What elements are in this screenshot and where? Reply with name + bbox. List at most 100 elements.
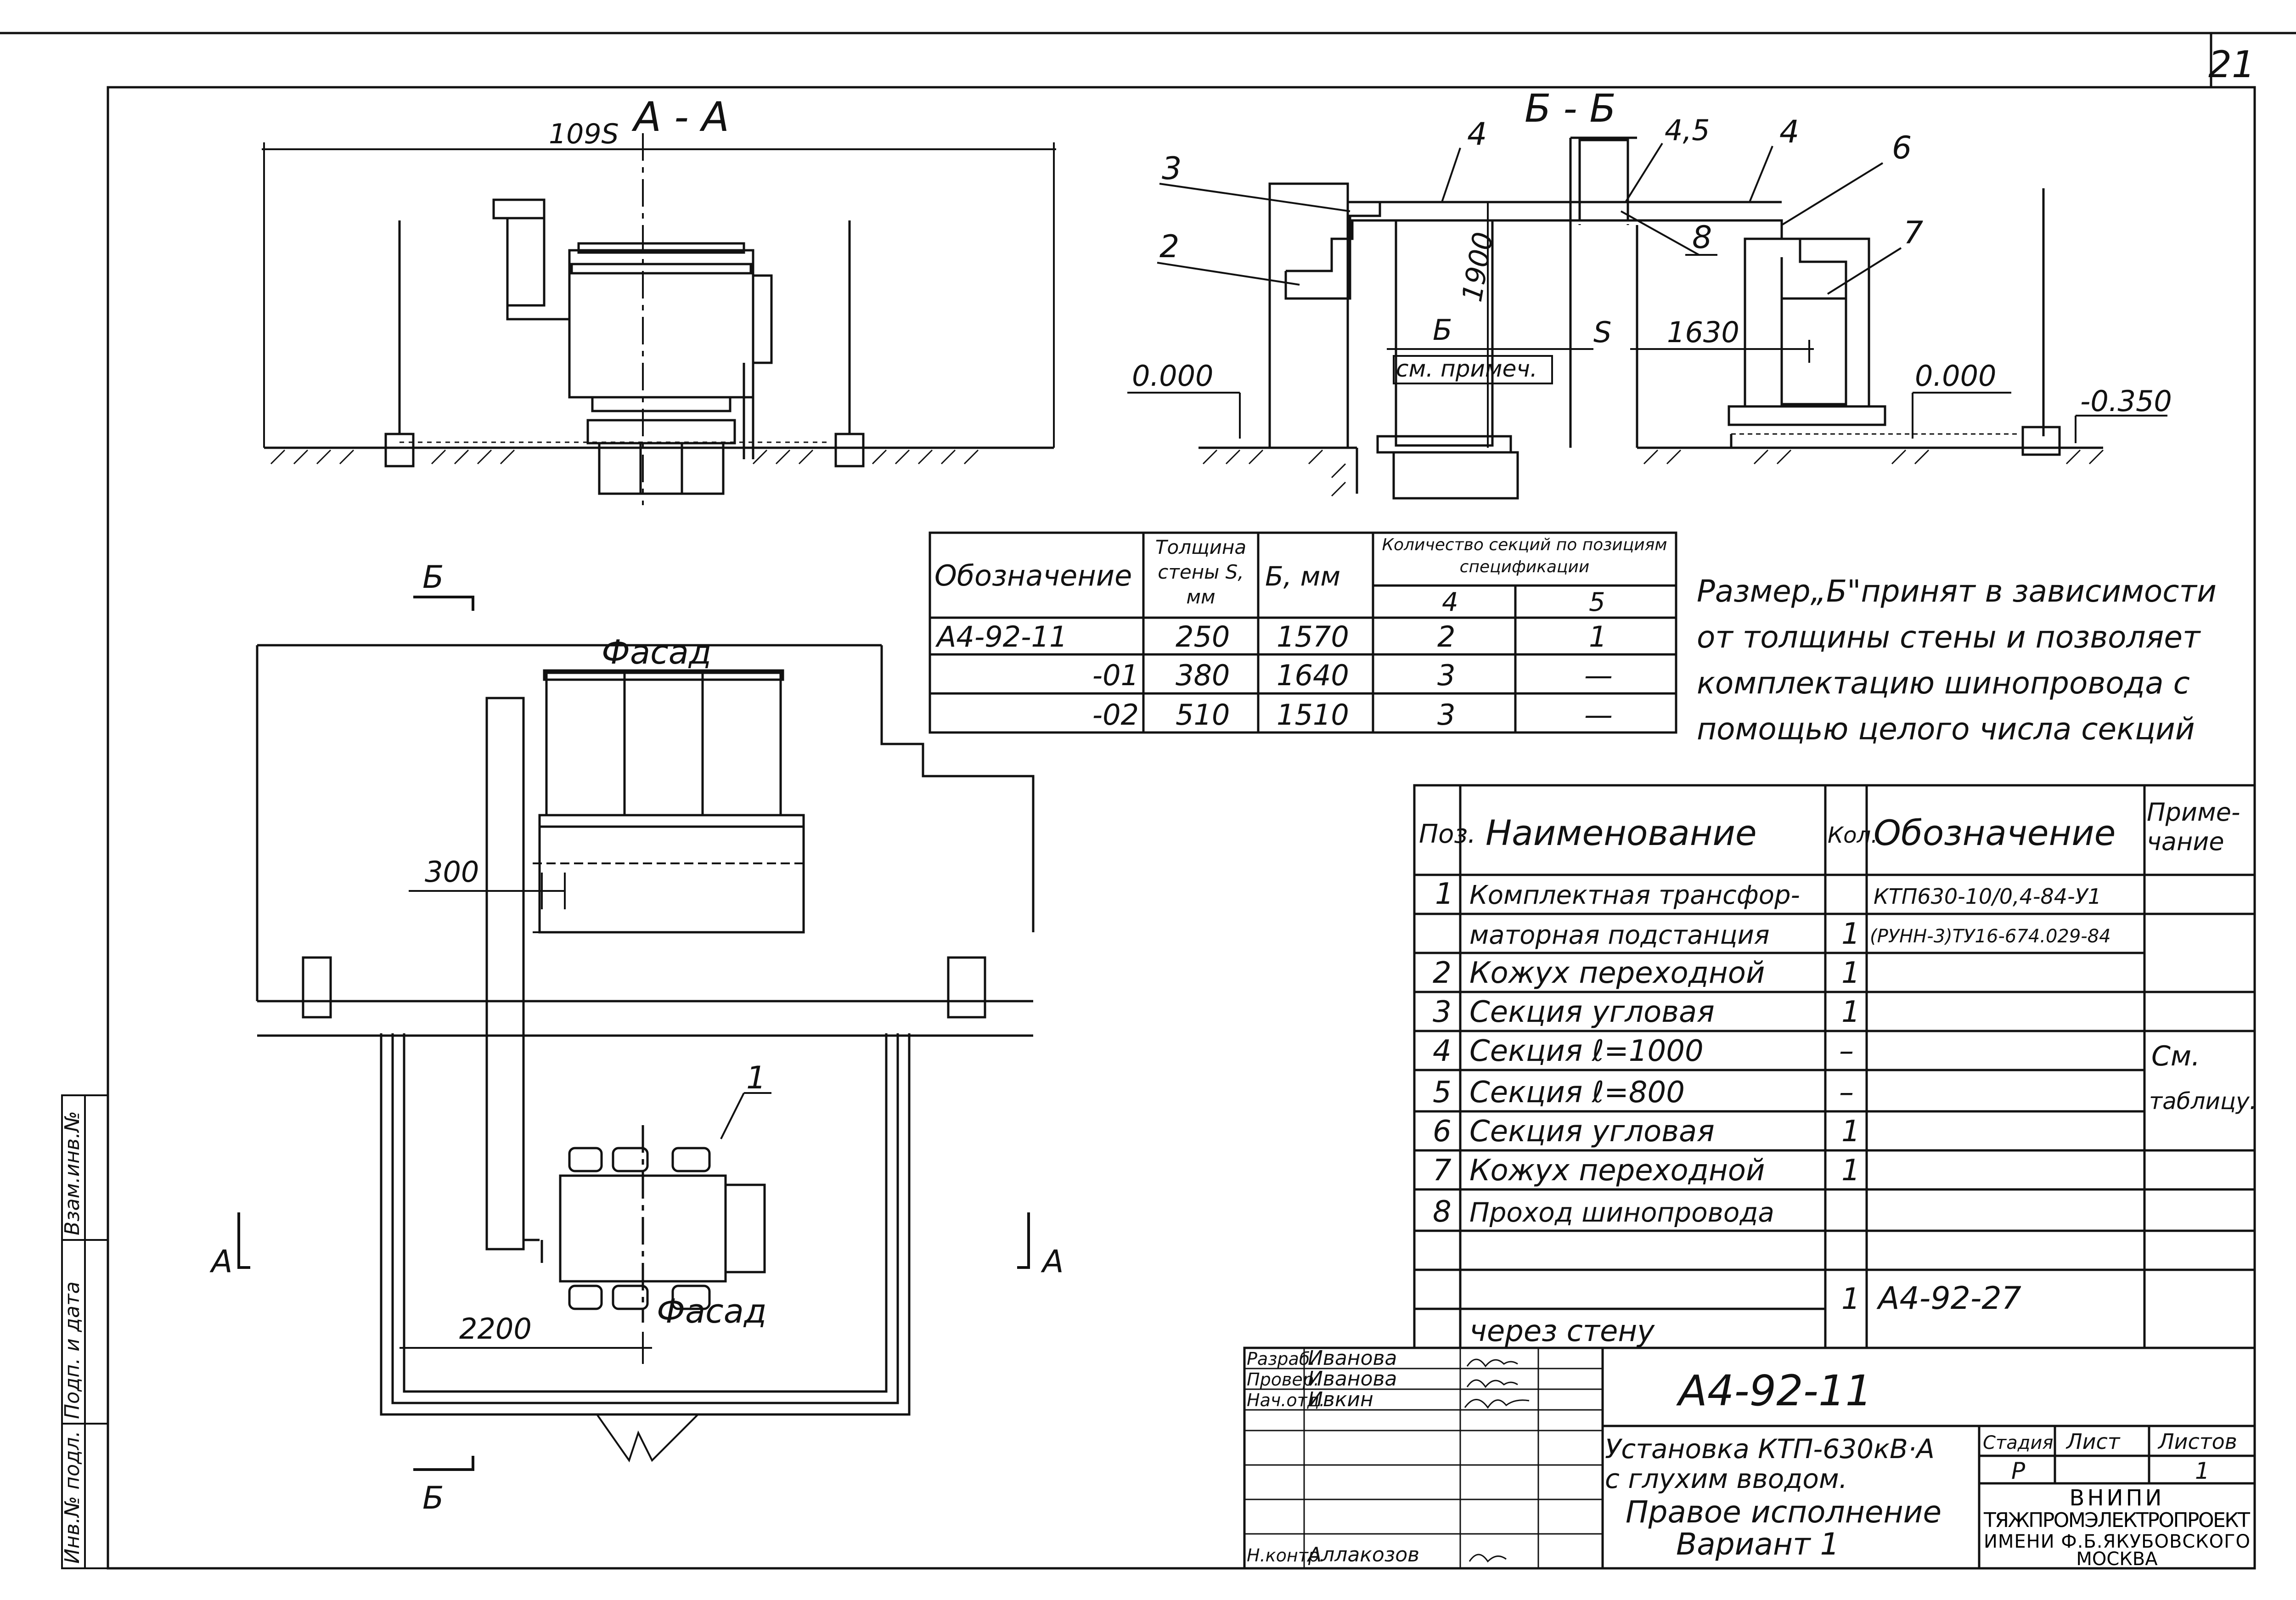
note-line-4: помощью целого числа секций (1697, 711, 2195, 747)
callout-3: 3 (1162, 151, 1182, 187)
tb-doc-number: А4-92-11 (1676, 1366, 1872, 1415)
plan-pos-1: 1 (746, 1060, 766, 1096)
spec-r0-name: Комплектная трансфор- (1469, 880, 1800, 910)
note-line-3: комплектацию шинопровода с (1697, 665, 2190, 701)
vt-r0-wall: 250 (1176, 620, 1230, 654)
spec-r5-name: Секция ℓ=800 (1469, 1076, 1685, 1110)
spec-r1-qty: 1 (1841, 917, 1860, 951)
level-right: 0.000 (1915, 359, 1997, 393)
spec-r9-name: через стену (1469, 1314, 1655, 1348)
tb-role-1: Провер. (1247, 1369, 1319, 1390)
section-b-b: Б - Б 3 4 4,5 4 6 2 8 7 (1127, 86, 2172, 500)
vt-r1-designation: -01 (1092, 659, 1139, 692)
vt-h-designation: Обозначение (934, 559, 1132, 592)
section-b-b-callouts: 3 4 4,5 4 6 2 8 7 (1157, 113, 1923, 295)
spec-r5-pos: 5 (1433, 1076, 1452, 1110)
cut-a-left: А (209, 1244, 233, 1280)
vt-h-b: Б, мм (1265, 561, 1340, 592)
cut-b-bottom: Б (422, 1480, 444, 1516)
margin-stamp (61, 1094, 109, 1569)
dimension-note: Размер„Б"принят в зависимости от толщины… (1697, 574, 2217, 747)
spec-r2-name: Кожух переходной (1469, 956, 1765, 990)
note-line-1: Размер„Б"принят в зависимости (1697, 574, 2217, 609)
stamp-podp: Подп. и дата (61, 1281, 84, 1419)
dim-1630: 1630 (1667, 315, 1739, 349)
spec-h-name: Наименование (1486, 812, 1757, 853)
spec-r6-name: Секция угловая (1469, 1115, 1715, 1149)
spec-r1-designation: (РУНН-3)ТУ16-674.029-84 (1870, 926, 2111, 947)
spec-r5-qty: – (1839, 1076, 1854, 1110)
tb-org-2: ТЯЖПРОМЭЛЕКТРОПРОЕКТ (1983, 1509, 2250, 1532)
tb-title-3: Правое исполнение (1626, 1494, 1941, 1530)
dim-b-note: см. примеч. (1396, 355, 1537, 382)
spec-r6-qty: 1 (1841, 1115, 1860, 1149)
spec-r9-qty: 1 (1841, 1282, 1860, 1316)
stamp-inv: Инв.№ подл. (61, 1431, 84, 1564)
note-line-2: от толщины стены и позволяет (1697, 620, 2201, 655)
spec-r4-qty: – (1839, 1034, 1854, 1068)
tb-title-1: Установка КТП-630кВ·А (1605, 1433, 1935, 1465)
vt-r2-b: 1510 (1277, 698, 1349, 732)
callout-4-5: 4,5 (1665, 113, 1710, 147)
vt-r2-pos4: 3 (1437, 698, 1455, 732)
spec-r6-pos: 6 (1433, 1115, 1452, 1149)
stamp-vzam: Взам.инв.№ (61, 1111, 84, 1235)
spec-r8-name: Проход шинопровода (1469, 1197, 1774, 1228)
tb-role-0: Разраб. (1247, 1349, 1315, 1369)
vt-h-wall: Толщина стены S, мм (1155, 536, 1247, 608)
tb-sheets: 1 (2195, 1458, 2210, 1484)
spec-r2-qty: 1 (1841, 956, 1860, 990)
callout-4-right: 4 (1779, 114, 1799, 150)
title-block: Разраб. Иванова Провер. Иванова Нач.отд.… (1243, 1346, 2256, 1570)
vt-r2-pos5: — (1584, 698, 1613, 732)
spec-r7-name: Кожух переходной (1469, 1154, 1765, 1188)
level-left: 0.000 (1132, 359, 1214, 393)
spec-r8-pos: 8 (1433, 1195, 1452, 1229)
tb-stage: Р (2011, 1458, 2026, 1484)
vt-r1-wall: 380 (1176, 659, 1230, 692)
dim-s: S (1593, 315, 1611, 349)
vt-r1-pos5: — (1584, 659, 1613, 692)
spec-r9-designation: А4-92-27 (1876, 1280, 2021, 1317)
callout-7: 7 (1903, 215, 1923, 251)
tb-role-3: Н.контр. (1247, 1545, 1325, 1566)
spec-r4-note: См. (2151, 1040, 2200, 1072)
tb-org-4: МОСКВА (2076, 1549, 2158, 1570)
callout-8: 8 (1692, 220, 1712, 256)
tb-sheets-label: Листов (2157, 1429, 2237, 1454)
spec-r4-name: Секция ℓ=1000 (1469, 1034, 1704, 1068)
vt-r1-pos4: 3 (1437, 659, 1455, 692)
tb-role-2: Нач.отд. (1247, 1390, 1325, 1410)
tb-org-1: ВНИПИ (2070, 1485, 2165, 1511)
spec-h-note: Приме-чание (2147, 798, 2240, 856)
cut-b-top: Б (422, 559, 444, 596)
plan-facade-bottom: Фасад (657, 1292, 767, 1330)
tb-title-4: Вариант 1 (1676, 1527, 1840, 1562)
sheet-frame (0, 32, 2296, 1570)
spec-r0-designation: КТП630-10/0,4-84-У1 (1874, 884, 2101, 909)
tb-name-0: Иванова (1308, 1346, 1397, 1370)
signatures (1464, 1358, 1530, 1563)
vt-h-pos5: 5 (1589, 587, 1605, 617)
variant-table: Обозначение Толщина стены S, мм Б, мм Ко… (929, 531, 1677, 734)
spec-r3-qty: 1 (1841, 995, 1860, 1029)
spec-r0-pos: 1 (1435, 877, 1454, 911)
sheet-number: 21 (2208, 43, 2255, 86)
spec-r1-name: маторная подстанция (1469, 920, 1770, 950)
vt-r2-wall: 510 (1176, 698, 1230, 732)
vt-h-pos4: 4 (1442, 587, 1458, 617)
level-low: -0.350 (2080, 384, 2172, 418)
dim-b: Б (1433, 313, 1452, 347)
vt-r1-b: 1640 (1277, 659, 1349, 692)
tb-title-2: с глухим вводом. (1605, 1463, 1847, 1494)
vt-r0-designation: А4-92-11 (935, 620, 1067, 654)
spec-r3-pos: 3 (1433, 995, 1452, 1029)
spec-h-designation: Обозначение (1874, 812, 2116, 853)
spec-table: Поз. Наименование Кол. Обозначение Приме… (1413, 784, 2257, 1349)
spec-h-pos: Поз. (1419, 819, 1476, 849)
dim-109s: 109S (549, 118, 619, 150)
spec-r5-note: таблицу. (2149, 1088, 2257, 1115)
vt-h-sections: Количество секций по позициям спецификац… (1382, 535, 1667, 576)
vt-r2-designation: -02 (1092, 698, 1139, 732)
tb-stage-label: Стадия (1983, 1432, 2053, 1454)
